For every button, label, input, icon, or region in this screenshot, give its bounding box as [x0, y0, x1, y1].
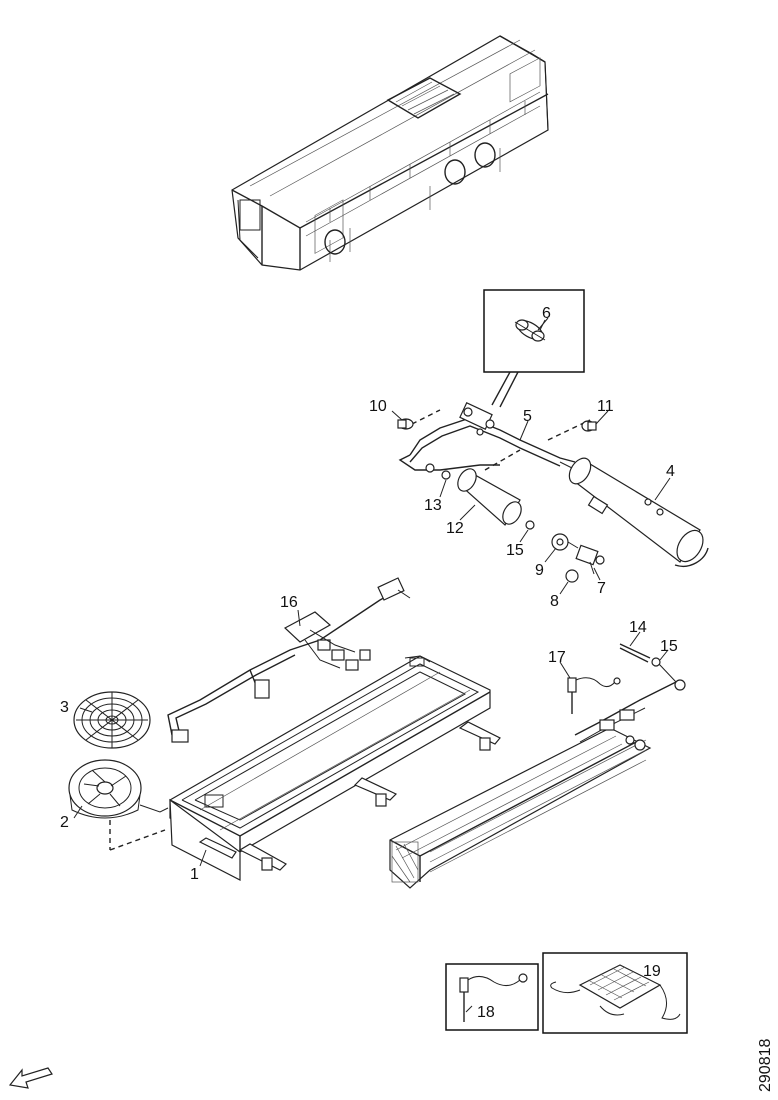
callout-15-upper: 15 [506, 542, 524, 559]
callout-8: 8 [550, 593, 559, 610]
callout-6: 6 [542, 305, 551, 322]
fan-item-2 [68, 759, 169, 851]
detail-box-item-19 [542, 952, 688, 1034]
callout-1: 1 [190, 866, 199, 883]
connector-item-11 [581, 420, 597, 432]
detail-box-item-6 [483, 289, 585, 408]
tank-item-4 [559, 457, 709, 567]
callout-12: 12 [446, 520, 464, 537]
cylinder-item-12 [457, 468, 522, 526]
callout-2: 2 [60, 814, 69, 831]
callout-18: 18 [477, 1004, 495, 1021]
sensor-item-17 [567, 677, 621, 714]
callout-14: 14 [629, 619, 647, 636]
fitting-item-9 [551, 533, 579, 551]
callout-10: 10 [369, 398, 387, 415]
clip-item-13 [425, 463, 451, 480]
screw-item-15a [525, 520, 535, 530]
callout-11: 11 [597, 398, 614, 415]
orientation-arrow-icon [8, 1067, 53, 1089]
callout-3: 3 [60, 699, 69, 716]
secondary-frame-assembly [389, 643, 686, 889]
pipe-assembly [397, 402, 709, 583]
callout-5: 5 [523, 408, 532, 425]
callout-19: 19 [643, 963, 661, 980]
callout-13: 13 [424, 497, 442, 514]
bus-overview-illustration [231, 35, 549, 271]
valve-item-7 [575, 544, 605, 575]
callout-17: 17 [548, 649, 566, 666]
rod-item-14 [619, 643, 651, 663]
connector-item-10 [397, 418, 414, 430]
callout-16: 16 [280, 594, 298, 611]
callout-15-lower: 15 [660, 638, 678, 655]
fan-grille-item-3 [73, 691, 151, 749]
callout-labels: 6 10 11 5 4 13 12 15 9 7 8 16 3 2 1 14 1… [60, 305, 678, 1021]
frame-item-1 [169, 655, 501, 881]
fitting-item-6 [514, 319, 546, 342]
ring-item-8 [565, 569, 579, 583]
screw-item-15b [651, 657, 677, 683]
valve-cluster [459, 402, 495, 436]
callout-7: 7 [597, 580, 606, 597]
detail-box-item-18 [445, 963, 539, 1031]
callout-4: 4 [666, 463, 675, 480]
leader-lines [73, 317, 671, 1013]
document-id: 290818 [757, 1039, 774, 1092]
cable-harness-item-16 [167, 577, 411, 743]
callout-9: 9 [535, 562, 544, 579]
